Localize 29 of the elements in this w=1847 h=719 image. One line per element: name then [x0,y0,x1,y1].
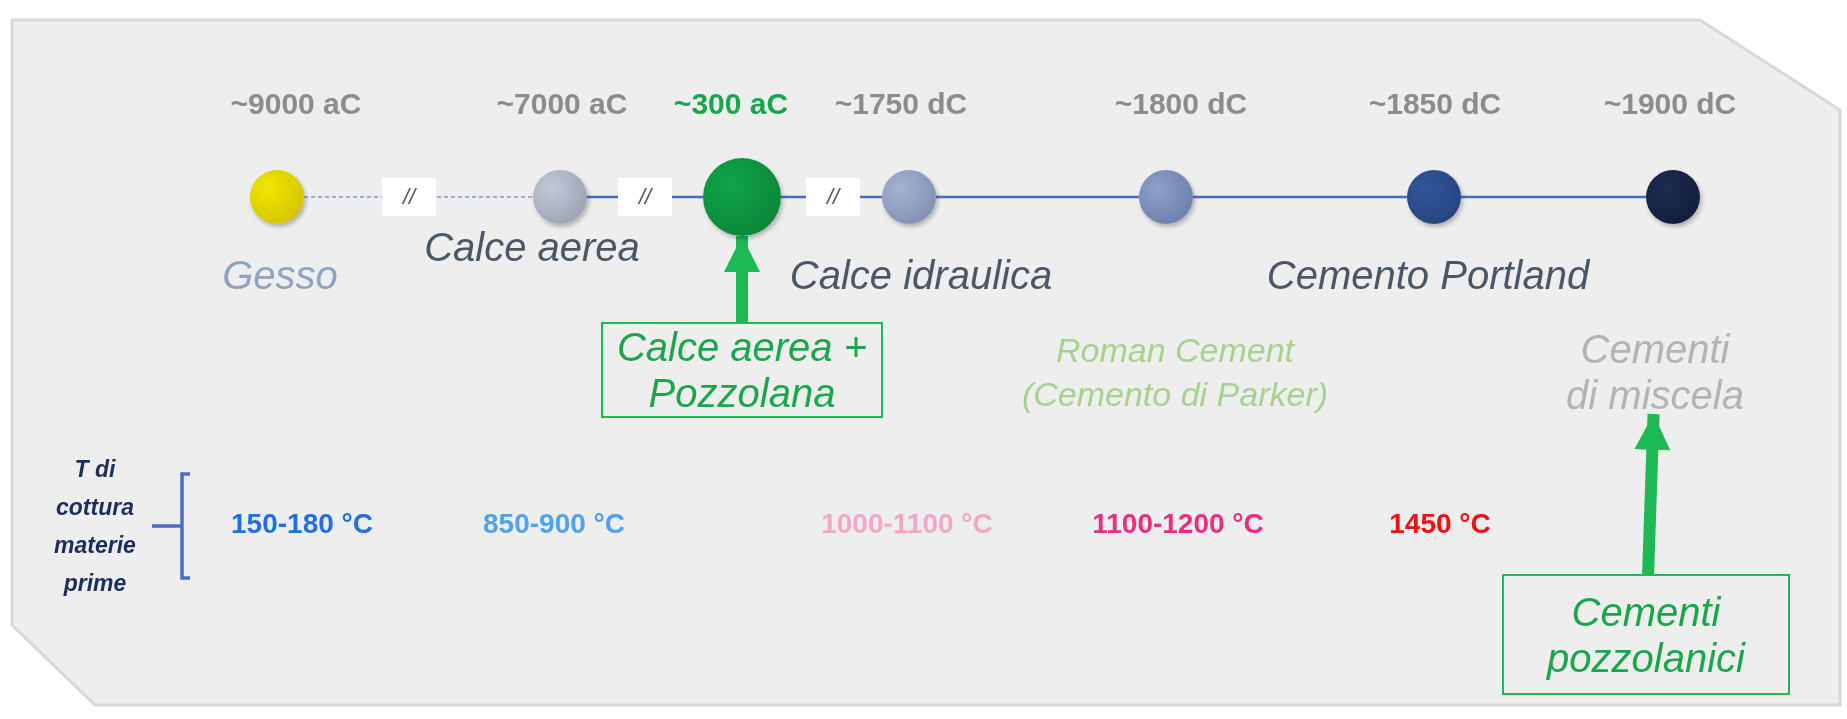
temperature-label: 150-180 °C [231,508,373,540]
temperature-label: 1100-1200 °C [1092,508,1264,540]
temperature-label: 850-900 °C [483,508,625,540]
material-name: Calce aerea [424,225,640,269]
break-mark: // [806,178,860,216]
text-box: Calce aerea + Pozzolana [601,322,883,418]
timeline-line [936,195,1139,199]
date-label: ~1800 dC [1114,87,1248,121]
date-label: ~1900 dC [1603,87,1737,121]
temperature-label: 1450 °C [1389,508,1491,540]
arrow [724,236,760,322]
date-label: ~1750 dC [834,87,968,121]
break-mark: // [382,178,436,216]
material-name: Cemento Portland [1266,253,1590,297]
arrow [1634,413,1671,575]
material-name: Roman Cement (Cemento di Parker) [1020,330,1330,415]
date-label: ~300 aC [673,87,789,121]
material-name: Calce idraulica [789,253,1053,297]
break-mark: // [618,178,672,216]
timeline-line [1461,195,1646,199]
axis-title: T di cottura materie prime [53,455,137,598]
temperature-label: 1000-1100 °C [821,508,993,540]
category-text: Cementi di miscela [1565,330,1745,414]
date-label: ~1850 dC [1368,87,1502,121]
date-label: ~9000 aC [230,87,362,121]
text-box: Cementi pozzolanici [1502,574,1790,695]
date-label: ~7000 aC [496,87,628,121]
material-name: Gesso [222,253,338,297]
timeline-line [1193,195,1407,199]
